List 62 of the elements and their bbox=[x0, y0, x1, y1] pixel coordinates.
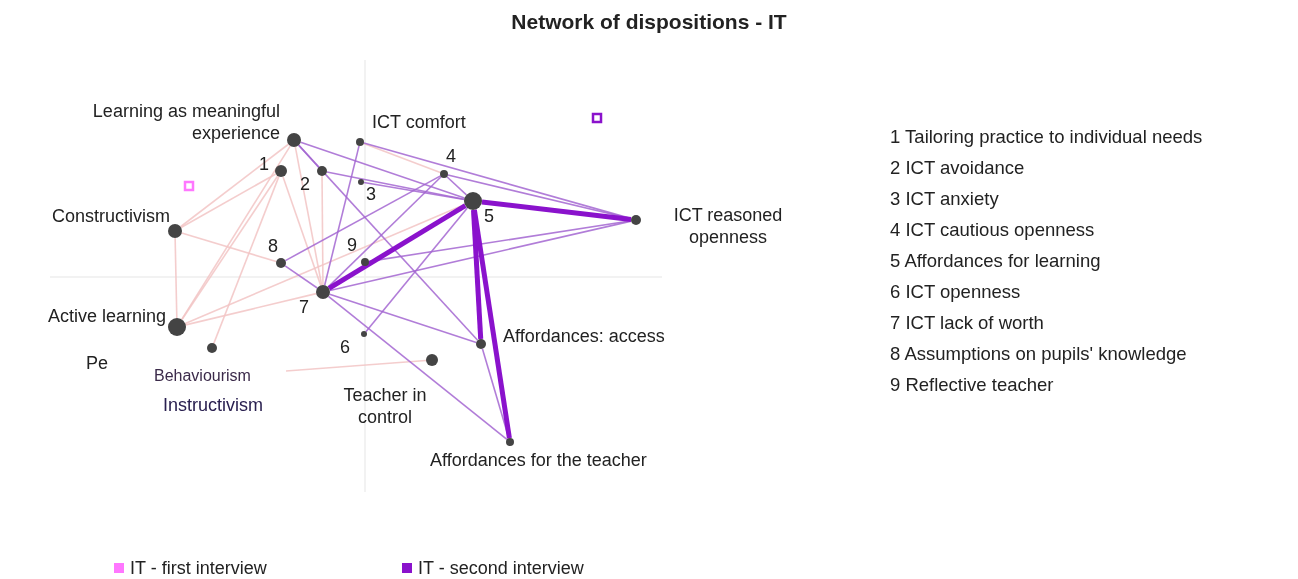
node-text: Behaviourism bbox=[154, 366, 252, 386]
node-label: Affordances for the teacher bbox=[430, 449, 648, 471]
connector-line bbox=[299, 141, 466, 199]
connector-line bbox=[282, 175, 322, 287]
node-label: 2 bbox=[300, 173, 311, 195]
node-label: Affordances: access bbox=[503, 325, 666, 347]
chart-title: Network of dispositions - IT bbox=[510, 10, 788, 34]
node-label: 3 bbox=[366, 183, 377, 205]
connector-line bbox=[481, 199, 632, 222]
legend-entry: 9 Reflective teacher bbox=[890, 375, 1054, 395]
node-label: Teacher in control bbox=[342, 384, 428, 428]
node-label: ICT comfort bbox=[372, 111, 467, 133]
connector-line bbox=[471, 209, 512, 439]
connector-line bbox=[180, 145, 292, 321]
connector-line bbox=[181, 175, 279, 321]
node-label: 9 bbox=[347, 234, 358, 256]
node-label: Active learning bbox=[46, 305, 166, 327]
node-label: 4 bbox=[446, 145, 457, 167]
connector-line bbox=[446, 175, 468, 196]
legend-entry: 7 ICT lack of worth bbox=[890, 313, 1044, 333]
connector-line bbox=[328, 293, 478, 344]
node-label: Instructivism bbox=[163, 395, 263, 415]
connector-line bbox=[284, 265, 319, 289]
connector-line bbox=[180, 173, 277, 229]
legend-entry: 2 ICT avoidance bbox=[890, 158, 1025, 178]
node-label: 8 bbox=[268, 235, 279, 257]
legend-entry: 6 ICT openness bbox=[890, 282, 1021, 302]
legend-entry: 4 ICT cautious openness bbox=[890, 220, 1095, 240]
connector-line bbox=[323, 145, 360, 286]
connector-line bbox=[294, 146, 323, 286]
connector-line bbox=[471, 209, 484, 340]
connector-line bbox=[327, 295, 508, 441]
node-label: 1 bbox=[259, 153, 270, 175]
connector-line bbox=[365, 207, 469, 333]
node-label: Learning as meaningful experience bbox=[91, 100, 280, 144]
connector-line bbox=[327, 203, 467, 291]
node-label: Constructivism bbox=[50, 205, 170, 227]
connector-line bbox=[363, 181, 465, 201]
connector-line bbox=[362, 142, 442, 174]
node-label: 7 bbox=[299, 296, 310, 318]
legend-label: IT - first interview bbox=[130, 558, 267, 579]
node-dot bbox=[207, 343, 217, 353]
connector-line bbox=[213, 175, 280, 345]
connector-line bbox=[297, 144, 320, 169]
connector-line bbox=[184, 292, 317, 326]
connector-line bbox=[321, 175, 324, 286]
legend-entry: 5 Affordances for learning bbox=[890, 251, 1101, 271]
legend-entry: 3 ICT anxiety bbox=[890, 189, 999, 209]
legend-label: IT - second interview bbox=[418, 558, 584, 579]
connector-line bbox=[284, 175, 442, 262]
legend-entry: 8 Assumptions on pupils' knowledge bbox=[890, 344, 1187, 364]
connector-line bbox=[180, 232, 277, 263]
connector-line bbox=[179, 143, 290, 228]
connector-line bbox=[327, 176, 442, 288]
legend-entry: 1 Tailoring practice to individual needs bbox=[890, 127, 1203, 147]
connector-line bbox=[174, 237, 178, 319]
connector-line bbox=[329, 220, 632, 292]
node-label: 6 bbox=[340, 336, 351, 358]
node-label: Pe bbox=[86, 353, 109, 373]
connector-line bbox=[285, 359, 427, 372]
node-label: ICT reasoned openness bbox=[672, 204, 784, 248]
node-label: 5 bbox=[484, 205, 495, 227]
